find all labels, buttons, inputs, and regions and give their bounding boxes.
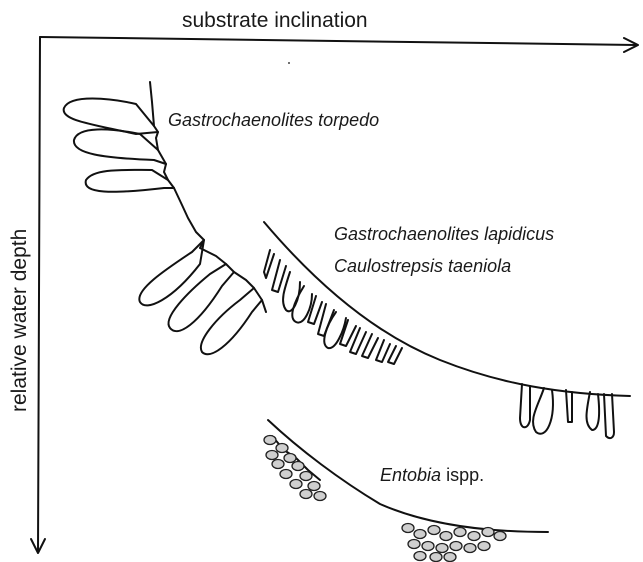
entobia-ispp: ispp. xyxy=(441,465,484,485)
label-gastrochaenolites-torpedo: Gastrochaenolites torpedo xyxy=(168,110,379,130)
y-axis-title: relative water depth xyxy=(8,229,31,412)
stray-dot xyxy=(288,62,290,64)
x-axis-title: substrate inclination xyxy=(182,9,368,32)
x-axis-line xyxy=(40,37,636,45)
entobia-genus: Entobia xyxy=(380,465,441,485)
y-axis-line xyxy=(38,37,40,552)
label-caulostrepsis-taeniola: Caulostrepsis taeniola xyxy=(334,256,511,276)
label-gastrochaenolites-lapidicus: Gastrochaenolites lapidicus xyxy=(334,224,554,244)
lapidicus-lower-borings xyxy=(520,384,614,438)
entobia-borings-upper xyxy=(264,436,326,501)
entobia-borings-lower xyxy=(402,524,506,562)
label-entobia-ispp: Entobia ispp. xyxy=(380,465,484,485)
